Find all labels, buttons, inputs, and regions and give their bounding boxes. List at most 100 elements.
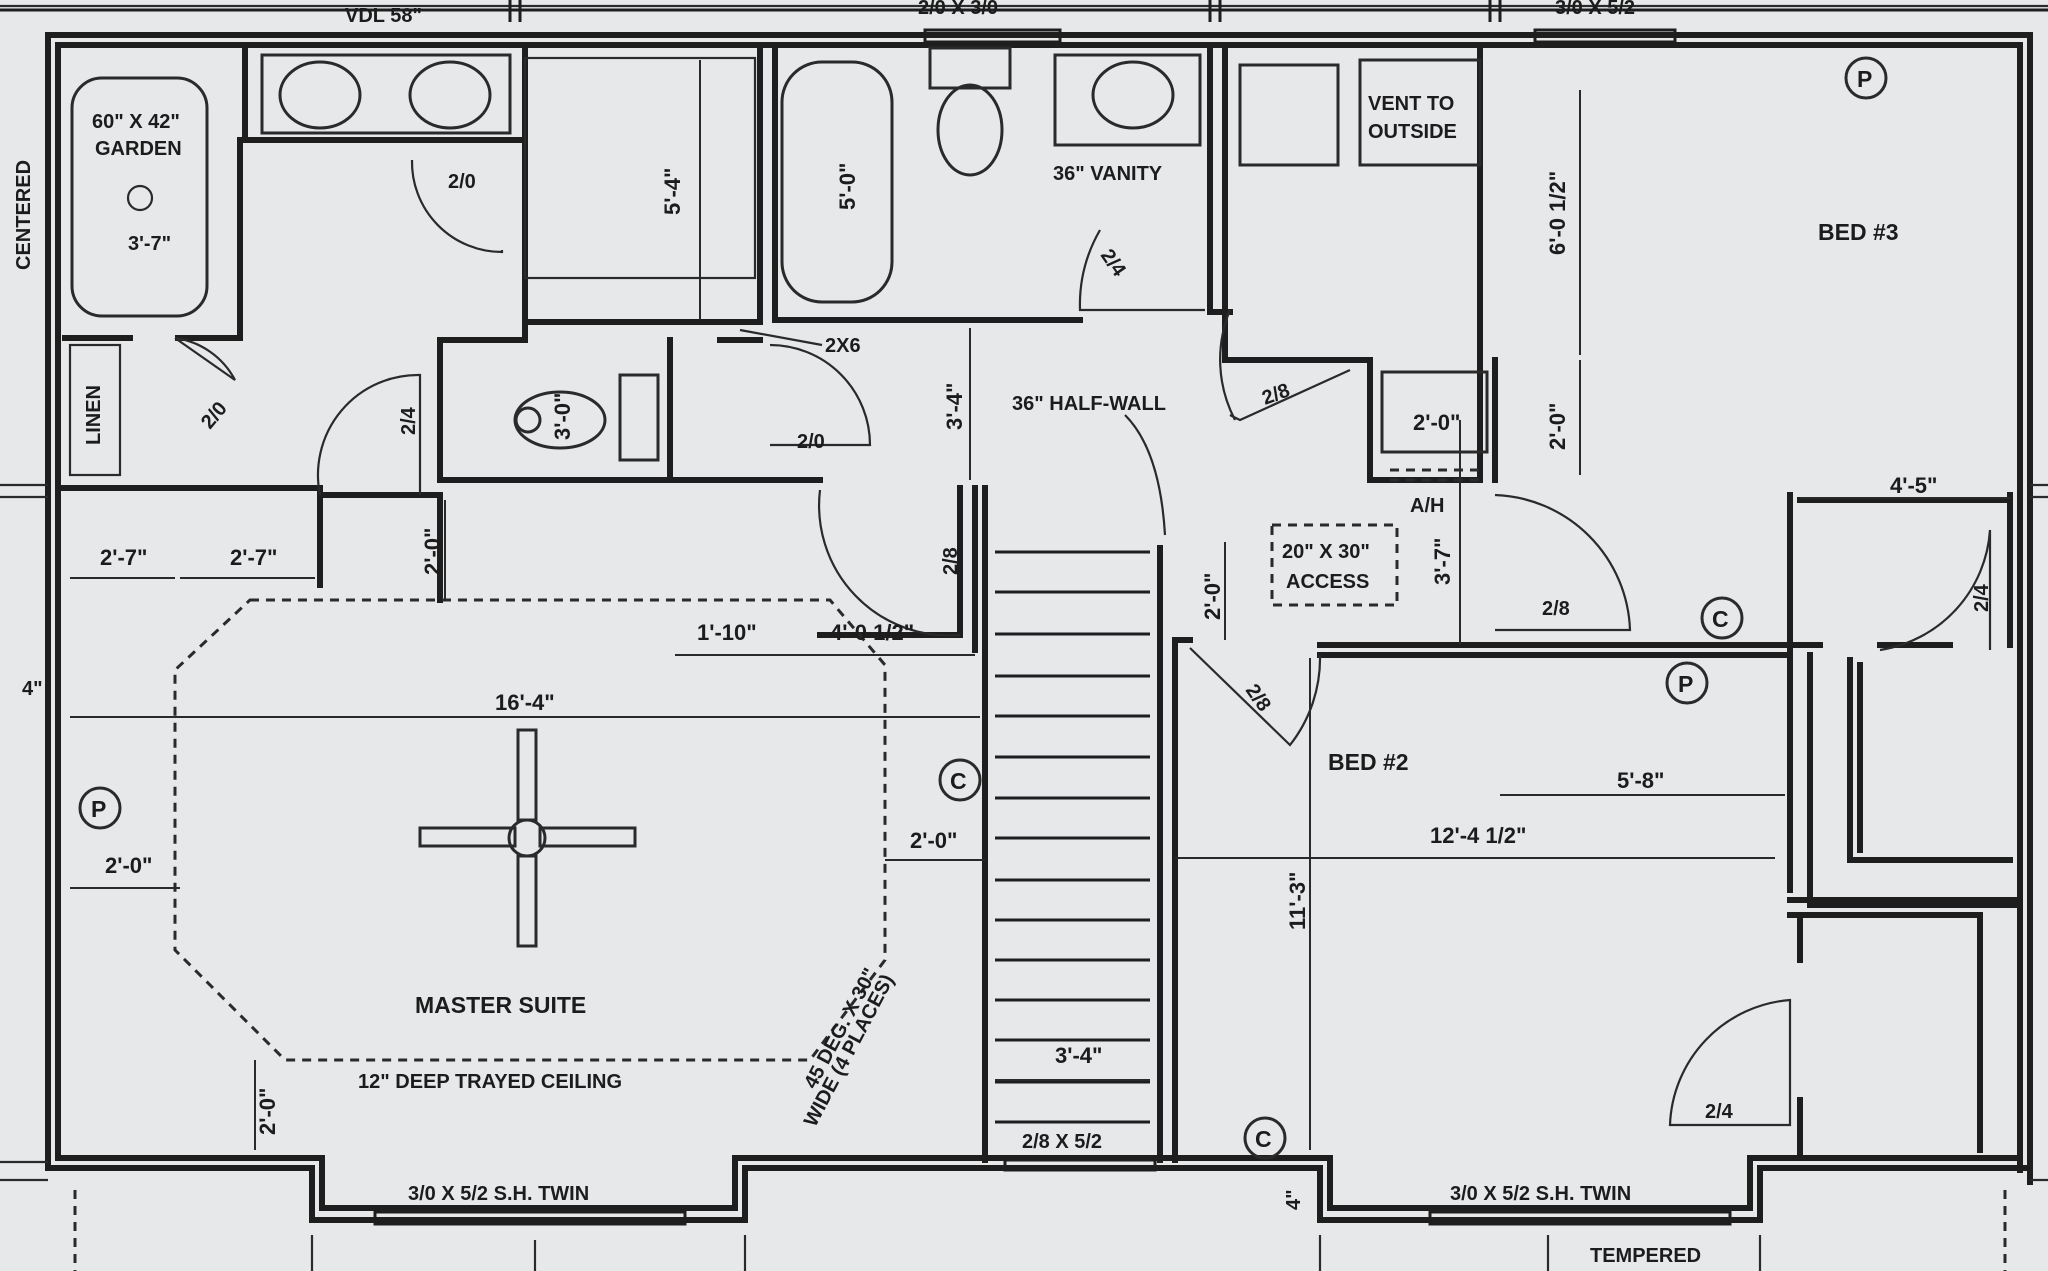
access-note-2: ACCESS xyxy=(1286,571,1369,593)
dim-2-7-b: 2'-7" xyxy=(230,545,277,570)
phone-symbol: P xyxy=(91,796,106,822)
cable-outlet-hall-icon xyxy=(1700,596,1744,640)
dim-2-0-bed3: 2'-0" xyxy=(1545,403,1570,450)
dim-4-0-half: 4'-0 1/2" xyxy=(830,620,914,645)
labels: MASTER SUITE BED #2 BED #3 LINEN 60" X 4… xyxy=(83,93,1899,1267)
door-label: 2/4 xyxy=(1096,245,1130,281)
toilet-bowl-icon xyxy=(936,83,1004,177)
fixtures xyxy=(68,46,1489,948)
exterior-walls xyxy=(0,32,2048,1223)
tray-ceiling-outline xyxy=(173,598,887,1062)
vent-note-2: OUTSIDE xyxy=(1368,121,1457,143)
hall-sink-icon xyxy=(1091,60,1175,130)
dryer-vent xyxy=(1358,58,1482,167)
vent-note-1: VENT TO xyxy=(1368,93,1454,115)
cable-outlet-bed2-icon xyxy=(1243,1116,1287,1160)
door-label: 2/0 xyxy=(448,171,476,193)
dim-2-0-hall: 2'-0" xyxy=(1200,573,1225,620)
dim-11-3: 11'-3" xyxy=(1285,872,1310,930)
bed2-window-label: 3/0 X 5/2 S.H. TWIN xyxy=(1450,1183,1631,1205)
top-left-label: VDL 58" xyxy=(345,5,422,27)
windows xyxy=(373,28,1732,1226)
phone-outlet-bed3-icon xyxy=(1844,56,1888,100)
dim-6-0: 6'-0 1/2" xyxy=(1545,171,1570,255)
symbols: P P P C C C xyxy=(78,56,1888,1160)
shower xyxy=(523,56,757,280)
top-mid-label: 2/0 X 3/0 xyxy=(918,0,998,19)
header-marks: VDL 58" 2/0 X 3/0 3/0 X 5/2 CENTERED 4" xyxy=(0,0,2048,700)
cable-symbol: C xyxy=(1712,606,1729,632)
dimension-lines xyxy=(70,60,2010,1150)
door-label: 2/0 xyxy=(797,431,825,453)
cable-symbol: C xyxy=(950,768,967,794)
sink-left-icon xyxy=(278,60,362,130)
dim-2-0-master-r: 2'-0" xyxy=(910,828,957,853)
tub-type-note: GARDEN xyxy=(95,138,182,160)
dim-2-7-a: 2'-7" xyxy=(100,545,147,570)
tray-ceiling-note: 12" DEEP TRAYED CEILING xyxy=(358,1071,622,1093)
air-handler xyxy=(1380,370,1489,454)
dim-1-10: 1'-10" xyxy=(697,620,757,645)
dim-5-4: 5'-4" xyxy=(660,168,685,215)
interior-walls xyxy=(55,42,2023,1163)
dim-5-0: 5'-0" xyxy=(835,163,860,210)
bed3-window xyxy=(1533,28,1677,44)
dim-3-7: 3'-7" xyxy=(1430,538,1455,585)
double-vanity xyxy=(260,53,512,135)
door-label: 2/0 xyxy=(197,398,232,433)
tub-size-note: 60" X 42" xyxy=(92,111,180,133)
tempered-label: TEMPERED xyxy=(1590,1245,1701,1267)
toilet-tank xyxy=(928,46,1012,90)
vanity-note: 36" VANITY xyxy=(1053,163,1163,185)
ah-note: A/H xyxy=(1410,495,1444,517)
dimension-labels: 16'-4" 12'-4 1/2" 5'-8" 4'-5" 11'-3" 3'-… xyxy=(100,163,1937,1135)
bed2-window xyxy=(1428,1210,1732,1226)
bath-window xyxy=(923,28,1062,44)
dim-3-4-hall: 3'-4" xyxy=(942,383,967,430)
door-label: 2/8 xyxy=(1259,380,1293,410)
dim-3-4: 3'-4" xyxy=(1055,1043,1102,1068)
bottom-ticks xyxy=(73,1190,2007,1271)
door-label: 2/4 xyxy=(1971,583,1993,612)
dim-2-0-ah: 2'-0" xyxy=(1413,410,1460,435)
tub-dim-note: 3'-7" xyxy=(128,233,171,255)
garden-tub xyxy=(70,76,209,318)
bottom-4in-label: 4" xyxy=(1283,1189,1305,1210)
door-label: 2/8 xyxy=(940,547,962,575)
stair-window-label: 2/8 X 5/2 xyxy=(1022,1131,1102,1153)
dim-2-0-master-b: 2'-0" xyxy=(255,1088,280,1135)
access-note-1: 20" X 30" xyxy=(1282,541,1370,563)
bed3-label: BED #3 xyxy=(1818,219,1899,245)
master-window-label: 3/0 X 5/2 S.H. TWIN xyxy=(408,1183,589,1205)
stud-note: 2X6 xyxy=(825,335,861,357)
dim-3-0-wc: 3'-0" xyxy=(550,393,575,440)
linen-label: LINEN xyxy=(83,385,105,445)
door-label: 2/4 xyxy=(1705,1101,1734,1123)
left-4in-label: 4" xyxy=(22,678,43,700)
phone-symbol: P xyxy=(1678,671,1693,697)
dim-4-5: 4'-5" xyxy=(1890,473,1937,498)
door-label: 2/4 xyxy=(398,406,420,435)
phone-symbol: P xyxy=(1857,66,1872,92)
tub-drain-icon xyxy=(126,184,154,212)
left-centered-label: CENTERED xyxy=(13,160,35,270)
cable-outlet-master-icon xyxy=(938,758,982,802)
bed2-label: BED #2 xyxy=(1328,749,1409,775)
dim-2-0-master-l: 2'-0" xyxy=(105,853,152,878)
ceiling-fan-icon xyxy=(418,728,637,948)
master-suite-label: MASTER SUITE xyxy=(415,992,586,1018)
door-label: 2/8 xyxy=(1241,680,1275,715)
phone-outlet-master-icon xyxy=(78,786,122,830)
bath-tub xyxy=(780,60,894,304)
hall-vanity xyxy=(1053,53,1202,147)
dim-16-4: 16'-4" xyxy=(495,690,555,715)
dim-12-4-half: 12'-4 1/2" xyxy=(1430,823,1526,848)
attic-access xyxy=(1270,523,1399,607)
stairs xyxy=(995,550,1150,1124)
door-label: 2/8 xyxy=(1542,598,1570,620)
half-wall-note: 36" HALF-WALL xyxy=(1012,393,1166,415)
door-swings xyxy=(174,159,1992,1127)
dim-2-0-wc: 2'-0" xyxy=(420,528,445,575)
phone-outlet-bed2-icon xyxy=(1665,661,1709,705)
